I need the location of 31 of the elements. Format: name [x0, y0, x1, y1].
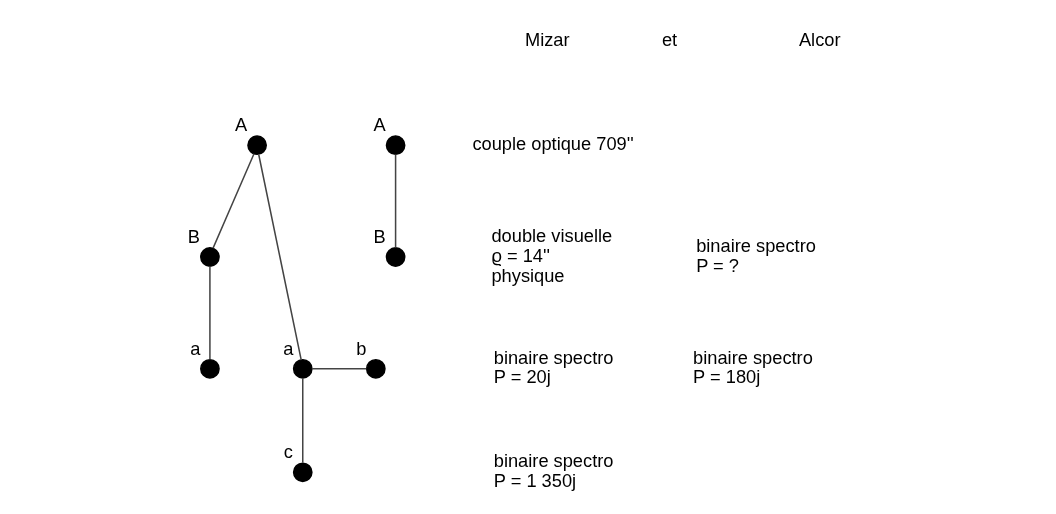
- node-label: A: [235, 113, 248, 135]
- connector: [212, 153, 255, 249]
- node-label: c: [283, 441, 293, 463]
- label: binaire spectro P = ?: [696, 234, 816, 276]
- node-label: a: [190, 337, 201, 359]
- node-circle: [292, 358, 313, 379]
- node-label: b: [356, 337, 367, 359]
- label: binaire spectro P = 20j: [493, 346, 614, 388]
- node-label: a: [283, 337, 294, 359]
- node-circle: [365, 358, 386, 379]
- label: et: [661, 29, 678, 51]
- node-circle: [292, 462, 313, 483]
- label: double visuelle ϱ = 14'' physique: [491, 224, 613, 286]
- connector: [302, 377, 304, 464]
- node-label: B: [187, 225, 201, 247]
- node-circle: [385, 247, 406, 267]
- connector: [394, 153, 397, 249]
- label: Mizar: [524, 29, 570, 51]
- node-circle: [200, 358, 220, 379]
- label: binaire spectro P = 180j: [693, 346, 813, 388]
- label: Alcor: [798, 29, 841, 51]
- connector: [311, 368, 368, 370]
- label: couple optique 709'': [472, 132, 634, 154]
- label: binaire spectro P = 1 350j: [493, 450, 614, 491]
- connector: [257, 153, 302, 361]
- node-circle: [200, 247, 220, 267]
- node-circle: [385, 135, 406, 156]
- connector: [209, 265, 211, 361]
- node-label: A: [373, 113, 386, 135]
- node-label: B: [373, 225, 386, 247]
- node-circle: [247, 135, 267, 156]
